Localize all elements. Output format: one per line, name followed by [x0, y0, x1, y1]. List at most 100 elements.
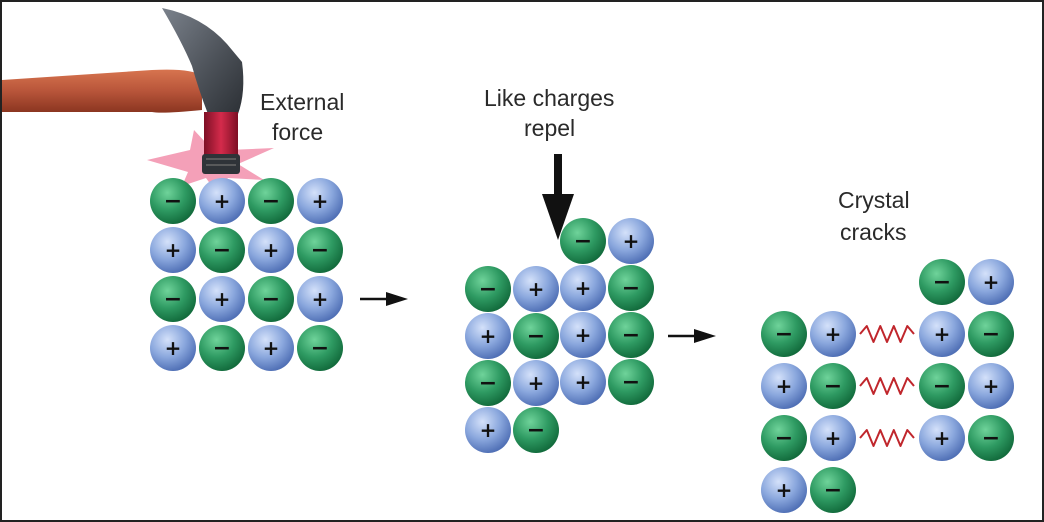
minus-sign: −: [164, 189, 182, 214]
ion-sphere: [248, 276, 294, 322]
positive-ion: +: [919, 311, 965, 357]
ion-sphere: [608, 265, 654, 311]
ion-sphere: [608, 312, 654, 358]
ion-sphere: [150, 227, 196, 273]
ion-sphere: [199, 178, 245, 224]
ion-sphere: [465, 313, 511, 359]
ion-sphere: [968, 259, 1014, 305]
ion-sphere: [560, 359, 606, 405]
positive-ion: +: [248, 325, 294, 371]
negative-ion: −: [810, 363, 856, 409]
plus-sign: +: [934, 426, 951, 450]
plus-sign: +: [934, 322, 951, 346]
negative-ion: −: [608, 265, 654, 311]
ion-sphere: [150, 178, 196, 224]
ion-sphere: [761, 467, 807, 513]
plus-sign: +: [263, 238, 280, 262]
ion-sphere: [810, 415, 856, 461]
plus-sign: +: [263, 336, 280, 360]
negative-ion: −: [919, 363, 965, 409]
crystal-cracks-label-line2: cracks: [840, 219, 906, 245]
minus-sign: −: [775, 322, 793, 347]
ion-sphere: [761, 415, 807, 461]
plus-sign: +: [776, 374, 793, 398]
negative-ion: −: [608, 312, 654, 358]
like-charges-label-line2: repel: [524, 115, 575, 141]
minus-sign: −: [824, 478, 842, 503]
ion-sphere: [919, 415, 965, 461]
negative-ion: −: [248, 178, 294, 224]
positive-ion: +: [560, 312, 606, 358]
repulsion-zigzags: [859, 325, 915, 447]
minus-sign: −: [933, 270, 951, 295]
ion-sphere: [150, 325, 196, 371]
minus-sign: −: [982, 426, 1000, 451]
minus-sign: −: [311, 238, 329, 263]
minus-sign: −: [164, 287, 182, 312]
negative-ion: −: [513, 313, 559, 359]
negative-ion: −: [199, 325, 245, 371]
ion-sphere: [513, 313, 559, 359]
ion-sphere: [199, 227, 245, 273]
positive-ion: +: [150, 325, 196, 371]
positive-ion: +: [465, 407, 511, 453]
ion-sphere: [297, 178, 343, 224]
hammer-handle: [2, 69, 202, 113]
positive-ion: +: [810, 311, 856, 357]
ion-sphere: [761, 363, 807, 409]
minus-sign: −: [479, 371, 497, 396]
ion-sphere: [248, 325, 294, 371]
negative-ion: −: [150, 178, 196, 224]
plus-sign: +: [983, 374, 1000, 398]
ion-sphere: [810, 363, 856, 409]
positive-ion: +: [761, 467, 807, 513]
ion-sphere: [248, 227, 294, 273]
external-force-label-line2: force: [272, 119, 323, 145]
minus-sign: −: [622, 370, 640, 395]
minus-sign: −: [982, 322, 1000, 347]
plus-sign: +: [983, 270, 1000, 294]
lattice-shifted-left: −++−−++−: [465, 266, 559, 453]
plus-sign: +: [165, 238, 182, 262]
plus-sign: +: [825, 426, 842, 450]
minus-sign: −: [622, 276, 640, 301]
ion-sphere: [560, 218, 606, 264]
ion-sphere: [968, 363, 1014, 409]
negative-ion: −: [968, 311, 1014, 357]
ion-sphere: [297, 227, 343, 273]
ion-sphere: [465, 407, 511, 453]
plus-sign: +: [312, 287, 329, 311]
minus-sign: −: [213, 336, 231, 361]
negative-ion: −: [513, 407, 559, 453]
positive-ion: +: [297, 276, 343, 322]
minus-sign: −: [527, 324, 545, 349]
plus-sign: +: [575, 370, 592, 394]
negative-ion: −: [465, 266, 511, 312]
plus-sign: +: [623, 229, 640, 253]
positive-ion: +: [608, 218, 654, 264]
ion-sphere: [810, 311, 856, 357]
positive-ion: +: [150, 227, 196, 273]
minus-sign: −: [213, 238, 231, 263]
minus-sign: −: [262, 189, 280, 214]
hammer-face: [202, 154, 240, 174]
negative-ion: −: [761, 311, 807, 357]
negative-ion: −: [297, 325, 343, 371]
positive-ion: +: [968, 259, 1014, 305]
positive-ion: +: [297, 178, 343, 224]
plus-sign: +: [575, 276, 592, 300]
lattice-intact: −+−++−+−−+−++−+−: [150, 178, 343, 371]
down-arrow-icon: [542, 154, 574, 240]
minus-sign: −: [622, 323, 640, 348]
negative-ion: −: [199, 227, 245, 273]
hammer-neck: [204, 112, 238, 156]
positive-ion: +: [199, 276, 245, 322]
plus-sign: +: [528, 371, 545, 395]
ion-sphere: [968, 415, 1014, 461]
lattice-shifted-right: −++−+−+−: [560, 218, 654, 405]
negative-ion: −: [968, 415, 1014, 461]
plus-sign: +: [312, 189, 329, 213]
plus-sign: +: [825, 322, 842, 346]
ion-sphere: [761, 311, 807, 357]
